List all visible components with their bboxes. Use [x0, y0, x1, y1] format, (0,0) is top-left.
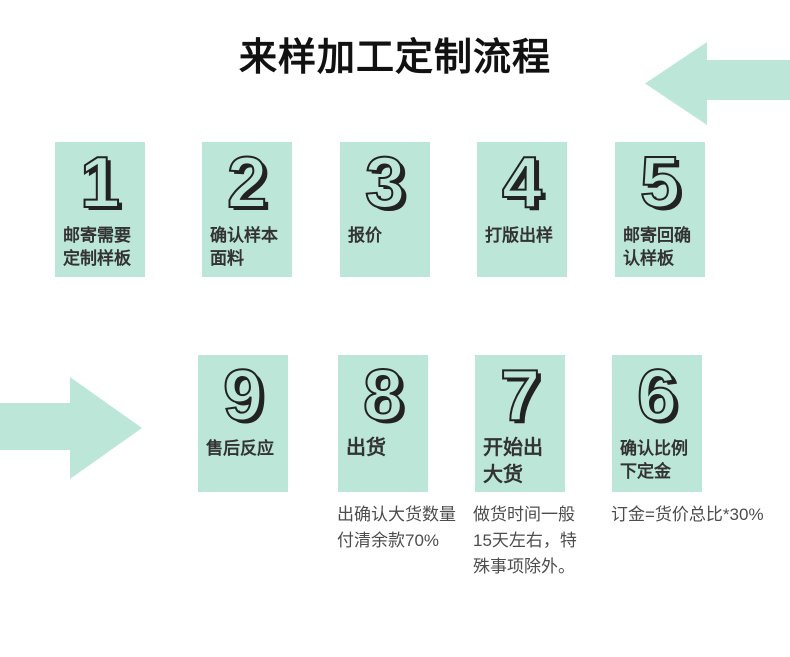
- step-label: 打版出样: [485, 226, 553, 245]
- step-box-8: 8 出货: [338, 355, 428, 492]
- step-label: 邮寄需要 定制样板: [63, 226, 131, 268]
- step-number: 4: [501, 143, 543, 223]
- step-label: 确认样本 面料: [210, 226, 278, 268]
- step-box-1: 1 邮寄需要 定制样板: [55, 142, 145, 277]
- step-number: 8: [362, 356, 404, 436]
- step-label: 售后反应: [206, 439, 274, 458]
- step-label: 邮寄回确 认样板: [623, 226, 691, 268]
- step-number: 3: [364, 143, 406, 223]
- step-box-7: 7 开始出 大货: [475, 355, 565, 492]
- step-number: 5: [639, 143, 681, 223]
- arrow-right-shape: [0, 377, 142, 479]
- step-label: 报价: [348, 226, 382, 245]
- note-production: 做货时间一般 15天左右，特 殊事项除外。: [473, 505, 577, 576]
- step-number: 7: [499, 356, 541, 436]
- page-title: 来样加工定制流程: [238, 37, 551, 79]
- arrow-left-shape: [645, 42, 790, 125]
- step-box-2: 2 确认样本 面料: [202, 142, 292, 277]
- step-box-4: 4 打版出样: [477, 142, 567, 277]
- arrow-left-icon: [645, 42, 790, 125]
- step-box-6: 6 确认比例 下定金: [612, 355, 702, 492]
- step-box-9: 9 售后反应: [198, 355, 288, 492]
- note-shipping: 出确认大货数量 付清余款70%: [337, 505, 456, 550]
- step-label: 出货: [346, 437, 386, 459]
- step-number: 1: [79, 143, 121, 223]
- step-label: 开始出 大货: [483, 437, 543, 486]
- step-number: 6: [636, 356, 678, 436]
- step-box-3: 3 报价: [340, 142, 430, 277]
- step-number: 9: [222, 356, 264, 436]
- arrow-right-icon: [0, 377, 142, 479]
- note-deposit: 订金=货价总比*30%: [611, 505, 764, 524]
- step-number: 2: [226, 143, 268, 223]
- step-label: 确认比例 下定金: [620, 439, 688, 481]
- step-box-5: 5 邮寄回确 认样板: [615, 142, 705, 277]
